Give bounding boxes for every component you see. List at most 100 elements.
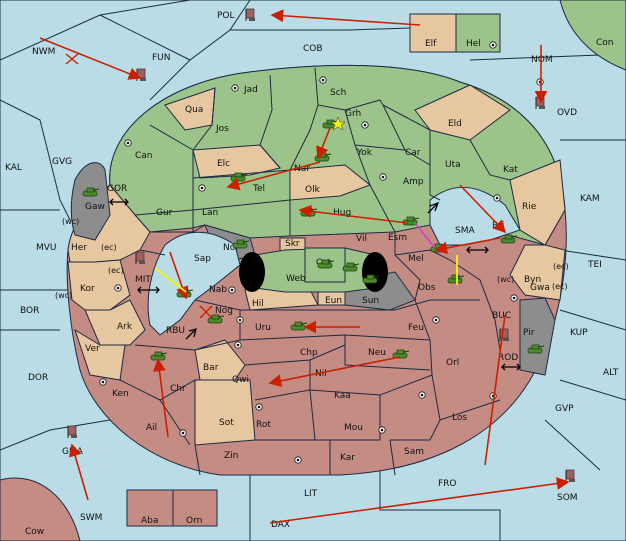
pole-east xyxy=(362,252,388,292)
label-kor: Kor xyxy=(80,284,95,294)
supply-center-icon xyxy=(231,84,239,92)
label-web: Web xyxy=(286,274,306,284)
territory-rie[interactable] xyxy=(509,159,566,246)
label-ail: Ail xyxy=(146,423,157,433)
supply-center-icon xyxy=(124,139,132,147)
label-jad: Jad xyxy=(243,85,258,95)
label-mel: Mel xyxy=(408,254,424,264)
label-hil: Hil xyxy=(252,299,264,309)
label-nar: Nar xyxy=(294,164,310,174)
pole-west xyxy=(239,252,265,292)
label-rot: Rot xyxy=(256,420,271,430)
label-sma: SMA xyxy=(455,226,475,236)
supply-center-icon xyxy=(510,294,518,302)
label-con: Con xyxy=(596,38,614,48)
territory-ver[interactable] xyxy=(74,328,126,381)
label-pol: POL xyxy=(217,11,235,21)
supply-center-icon xyxy=(361,121,369,129)
label-lan: Lan xyxy=(202,208,218,218)
label-yok: Yok xyxy=(356,148,373,158)
label-mit: MIT xyxy=(135,275,151,285)
label-kaa: Kaa xyxy=(334,391,351,401)
label-gvg: GVG xyxy=(52,157,72,167)
label-rbu: RBU xyxy=(166,326,185,336)
territory-pir[interactable] xyxy=(519,297,556,376)
territory-orn[interactable] xyxy=(172,489,218,527)
territory-aba[interactable] xyxy=(126,489,174,527)
label-bar: Bar xyxy=(203,363,219,373)
territory-bar[interactable] xyxy=(194,339,246,381)
label-tel: Tel xyxy=(252,184,265,194)
territory-hel[interactable] xyxy=(455,13,501,53)
label-jos: Jos xyxy=(215,124,229,134)
label-olk: Olk xyxy=(305,185,321,195)
label-skr: Skr xyxy=(285,239,300,249)
label-hel: Hel xyxy=(466,39,481,49)
territory-byn[interactable] xyxy=(509,244,566,301)
label-grh: Grh xyxy=(345,109,361,119)
supply-center-icon xyxy=(179,429,187,437)
territory-eld[interactable] xyxy=(414,84,511,141)
label-kar: Kar xyxy=(340,453,355,463)
supply-center-icon xyxy=(234,341,242,349)
label-cob: COB xyxy=(303,44,323,54)
label-ec-4: (ec) xyxy=(552,282,568,291)
land-borders xyxy=(119,67,511,476)
territory-gaw[interactable] xyxy=(70,162,111,241)
label-nog: Nog xyxy=(215,306,233,316)
label-los: Los xyxy=(452,413,467,423)
label-fro: FRO xyxy=(438,479,457,489)
territory-sot[interactable] xyxy=(194,379,256,446)
supply-center-icon xyxy=(236,316,244,324)
supply-center-icon xyxy=(536,78,544,86)
label-eun: Eun xyxy=(325,296,342,306)
supply-center-icon xyxy=(114,284,122,292)
supply-center-icon xyxy=(228,286,236,294)
label-dax: DAX xyxy=(271,520,290,530)
label-neu: Neu xyxy=(368,348,386,358)
supply-center-icon xyxy=(418,391,426,399)
label-sun: Sun xyxy=(362,296,379,306)
label-fun: FUN xyxy=(152,53,171,63)
label-kal: KAL xyxy=(5,163,22,173)
label-ovd: OVD xyxy=(557,108,577,118)
label-ec-3: (ec) xyxy=(553,262,569,271)
label-eld: Eld xyxy=(448,119,462,129)
label-kup: KUP xyxy=(570,328,588,338)
label-elf: Elf xyxy=(425,39,437,49)
label-gor: GOR xyxy=(107,184,127,194)
label-zin: Zin xyxy=(224,451,238,461)
supply-center-icon xyxy=(378,426,386,434)
label-kat: Kat xyxy=(503,165,518,175)
label-nab: Nab xyxy=(209,285,227,295)
territory-elc[interactable] xyxy=(192,144,281,179)
supply-center-icon xyxy=(255,403,263,411)
label-uru: Uru xyxy=(255,323,271,333)
label-wc-1: (wc) xyxy=(62,217,79,226)
label-orl: Orl xyxy=(446,358,459,368)
supply-center-icon xyxy=(379,173,387,181)
star-icon xyxy=(330,116,346,131)
label-chr: Chr xyxy=(170,384,186,394)
label-sot: Sot xyxy=(219,418,234,428)
supply-center-icon xyxy=(294,456,302,464)
label-nil: Nil xyxy=(315,369,327,379)
label-nor: Nor xyxy=(223,243,239,253)
label-mou: Mou xyxy=(344,423,363,433)
label-swm: SWM xyxy=(80,513,102,523)
label-elc: Elc xyxy=(217,159,230,169)
label-ark: Ark xyxy=(117,322,133,332)
label-can: Can xyxy=(135,151,153,161)
territory-kor[interactable] xyxy=(67,259,131,311)
label-tei: TEI xyxy=(587,260,602,270)
label-hug: Hug xyxy=(333,208,351,218)
territory-elf[interactable] xyxy=(409,13,457,53)
label-rod: ROD xyxy=(498,353,518,363)
label-ec-1: (ec) xyxy=(101,243,117,252)
supply-center-icon xyxy=(198,184,206,192)
label-wc-3: (wc) xyxy=(55,291,72,300)
supply-center-icon xyxy=(432,316,440,324)
label-buc: BUC xyxy=(492,311,511,321)
